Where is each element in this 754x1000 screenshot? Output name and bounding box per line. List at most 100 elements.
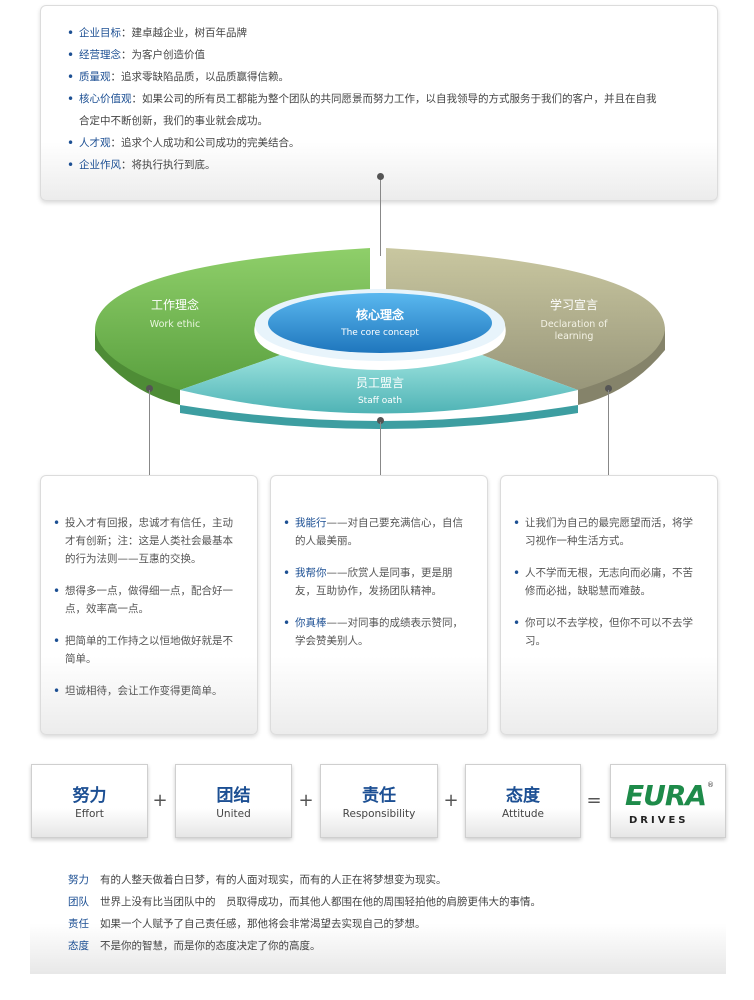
list-item: 人才观：追求个人成功和公司成功的完美结合。 [67,132,697,154]
plus-sign: + [298,790,314,811]
list-item: 我能行——对自己要充满信心，自信的人最美丽。 [283,514,473,550]
connector-dot [146,385,153,392]
value-text-cont: 合定中不断创新，我们的事业就会成功。 [79,115,268,127]
list-item: 经营理念：为客户创造价值 [67,44,697,66]
effort-box: 努力 Effort [31,764,148,838]
oath-text: ——欣赏人是同事，更是朋友，互助协作，发扬团队精神。 [295,567,453,597]
effort-cn: 努力 [72,786,107,806]
learning-list: 让我们为自己的最完愿望而活，将学习视作一种生活方式。 人不学而无根，无志向而必庸… [513,514,703,650]
center-en: The core concept [340,328,419,338]
explanation-text: 如果一个人赋予了自己责任感，那他将会非常渴望去实现自己的梦想。 [100,918,426,930]
list-item: 核心价值观：如果公司的所有员工都能为整个团队的共同愿景而努力工作，以自我领导的方… [67,88,697,132]
value-text: ：追求个人成功和公司成功的完美结合。 [110,137,300,149]
explanation-key: 态度 [68,940,89,952]
list-item: 坦诚相待，会让工作变得更简单。 [53,682,243,700]
right-cn: 学习宣言 [550,297,598,312]
united-en: United [216,808,251,820]
list-item: 质量观：追求零缺陷品质，以品质赢得信赖。 [67,66,697,88]
right-en2: learning [555,331,594,342]
list-item: 投入才有回报，忠诚才有信任，主动才有创新；注：这是人类社会最基本的行为法则——互… [53,514,243,568]
bottom-segment-side [180,405,578,429]
core-concept-ellipse [268,293,492,353]
staff-oath-list: 我能行——对自己要充满信心，自信的人最美丽。 我帮你——欣赏人是同事，更是朋友，… [283,514,473,650]
connector-dot [605,385,612,392]
value-link[interactable]: 企业作风 [79,159,121,171]
left-segment-side [95,330,180,405]
explanation-key: 努力 [68,874,89,886]
value-link[interactable]: 质量观 [79,71,111,83]
logo-mark: ® [707,781,714,789]
work-ethic-segment[interactable] [95,248,370,390]
attitude-box: 态度 Attitude [465,764,581,838]
attitude-en: Attitude [501,808,545,820]
value-text: ：建卓越企业，树百年品牌 [121,27,247,39]
value-text: ：追求零缺陷品质，以品质赢得信赖。 [110,71,290,83]
united-box: 团结 United [175,764,292,838]
list-item: 想得多一点，做得细一点，配合好一点，效率高一点。 [53,582,243,618]
plus-sign: + [152,790,168,811]
united-cn: 团结 [216,786,251,806]
right-segment-side [578,330,665,405]
responsibility-cn: 责任 [362,786,396,806]
left-en: Work ethic [150,319,201,330]
explanation-row: 团队世界上没有比当团队中的 员取得成功，而其他人都围在他的周围轻拍他的肩膀更伟大… [68,894,541,909]
eura-logo-box: EURA ® DRIVES [610,764,726,838]
values-panel: 企业目标：建卓越企业，树百年品牌 经营理念：为客户创造价值 质量观：追求零缺陷品… [40,5,718,201]
learning-panel: 让我们为自己的最完愿望而活，将学习视作一种生活方式。 人不学而无根，无志向而必庸… [500,475,718,735]
list-item: 你可以不去学校，但你不可以不去学习。 [513,614,703,650]
logo-bottom: DRIVES [629,815,689,826]
learning-declaration-segment[interactable] [386,248,665,390]
connector-line [380,422,381,495]
work-ethic-panel: 投入才有回报，忠诚才有信任，主动才有创新；注：这是人类社会最基本的行为法则——互… [40,475,258,735]
explanation-panel: 努力有的人整天做着白日梦，有的人面对现实，而有的人正在将梦想变为现实。 团队世界… [30,862,726,974]
list-item: 你真棒——对同事的成绩表示赞同，学会赞美别人。 [283,614,473,650]
oath-keyword: 我帮你 [295,567,327,579]
explanation-key: 团队 [68,896,89,908]
bottom-en: Staff oath [358,396,402,406]
eura-drives-logo: EURA ® DRIVES [625,779,714,826]
oath-keyword: 你真棒 [295,617,327,629]
staff-oath-panel: 我能行——对自己要充满信心，自信的人最美丽。 我帮你——欣赏人是同事，更是朋友，… [270,475,488,735]
staff-oath-segment[interactable] [180,355,578,414]
value-text: ：将执行执行到底。 [121,159,216,171]
value-link[interactable]: 企业目标 [79,27,121,39]
value-text: ：为客户创造价值 [121,49,205,61]
equals-sign: = [586,790,602,811]
explanation-row: 态度不是你的智慧，而是你的态度决定了你的高度。 [68,938,321,953]
value-link[interactable]: 经营理念 [79,49,121,61]
oath-keyword: 我能行 [295,517,327,529]
list-item: 让我们为自己的最完愿望而活，将学习视作一种生活方式。 [513,514,703,550]
value-link[interactable]: 人才观 [79,137,111,149]
explanation-row: 责任如果一个人赋予了自己责任感，那他将会非常渴望去实现自己的梦想。 [68,916,426,931]
value-link[interactable]: 核心价值观 [79,93,132,105]
effort-en: Effort [75,808,104,820]
oath-text: ——对同事的成绩表示赞同，学会赞美别人。 [295,617,463,647]
value-text: ：如果公司的所有员工都能为整个团队的共同愿景而努力工作，以自我领导的方式服务于我… [131,93,657,105]
connector-line [380,176,381,256]
explanation-text: 不是你的智慧，而是你的态度决定了你的高度。 [100,940,321,952]
attitude-cn: 态度 [506,786,540,806]
responsibility-en: Responsibility [342,808,416,820]
explanation-row: 努力有的人整天做着白日梦，有的人面对现实，而有的人正在将梦想变为现实。 [68,872,447,887]
core-concept-diagram: 核心理念 The core concept 工作理念 Work ethic 学习… [95,248,665,429]
work-ethic-list: 投入才有回报，忠诚才有信任，主动才有创新；注：这是人类社会最基本的行为法则——互… [53,514,243,700]
values-list: 企业目标：建卓越企业，树百年品牌 经营理念：为客户创造价值 质量观：追求零缺陷品… [67,22,697,176]
connector-dot [377,417,384,424]
responsibility-box: 责任 Responsibility [320,764,438,838]
explanation-key: 责任 [68,918,89,930]
plus-sign: + [443,790,459,811]
list-item: 我帮你——欣赏人是同事，更是朋友，互助协作，发扬团队精神。 [283,564,473,600]
bottom-cn: 员工盟言 [356,376,404,390]
left-cn: 工作理念 [151,297,199,312]
explanation-text: 有的人整天做着白日梦，有的人面对现实，而有的人正在将梦想变为现实。 [100,874,447,886]
list-item: 企业作风：将执行执行到底。 [67,154,697,176]
list-item: 企业目标：建卓越企业，树百年品牌 [67,22,697,44]
explanation-text: 世界上没有比当团队中的 员取得成功，而其他人都围在他的周围轻拍他的肩膀更伟大的事… [100,896,541,908]
list-item: 把简单的工作持之以恒地做好就是不简单。 [53,632,243,668]
logo-top: EURA [625,779,706,812]
right-en1: Declaration of [541,319,609,330]
connector-line [608,390,609,495]
list-item: 人不学而无根，无志向而必庸，不苦修而必拙，缺聪慧而难鼓。 [513,564,703,600]
connector-line [149,390,150,495]
oath-text: ——对自己要充满信心，自信的人最美丽。 [295,517,463,547]
